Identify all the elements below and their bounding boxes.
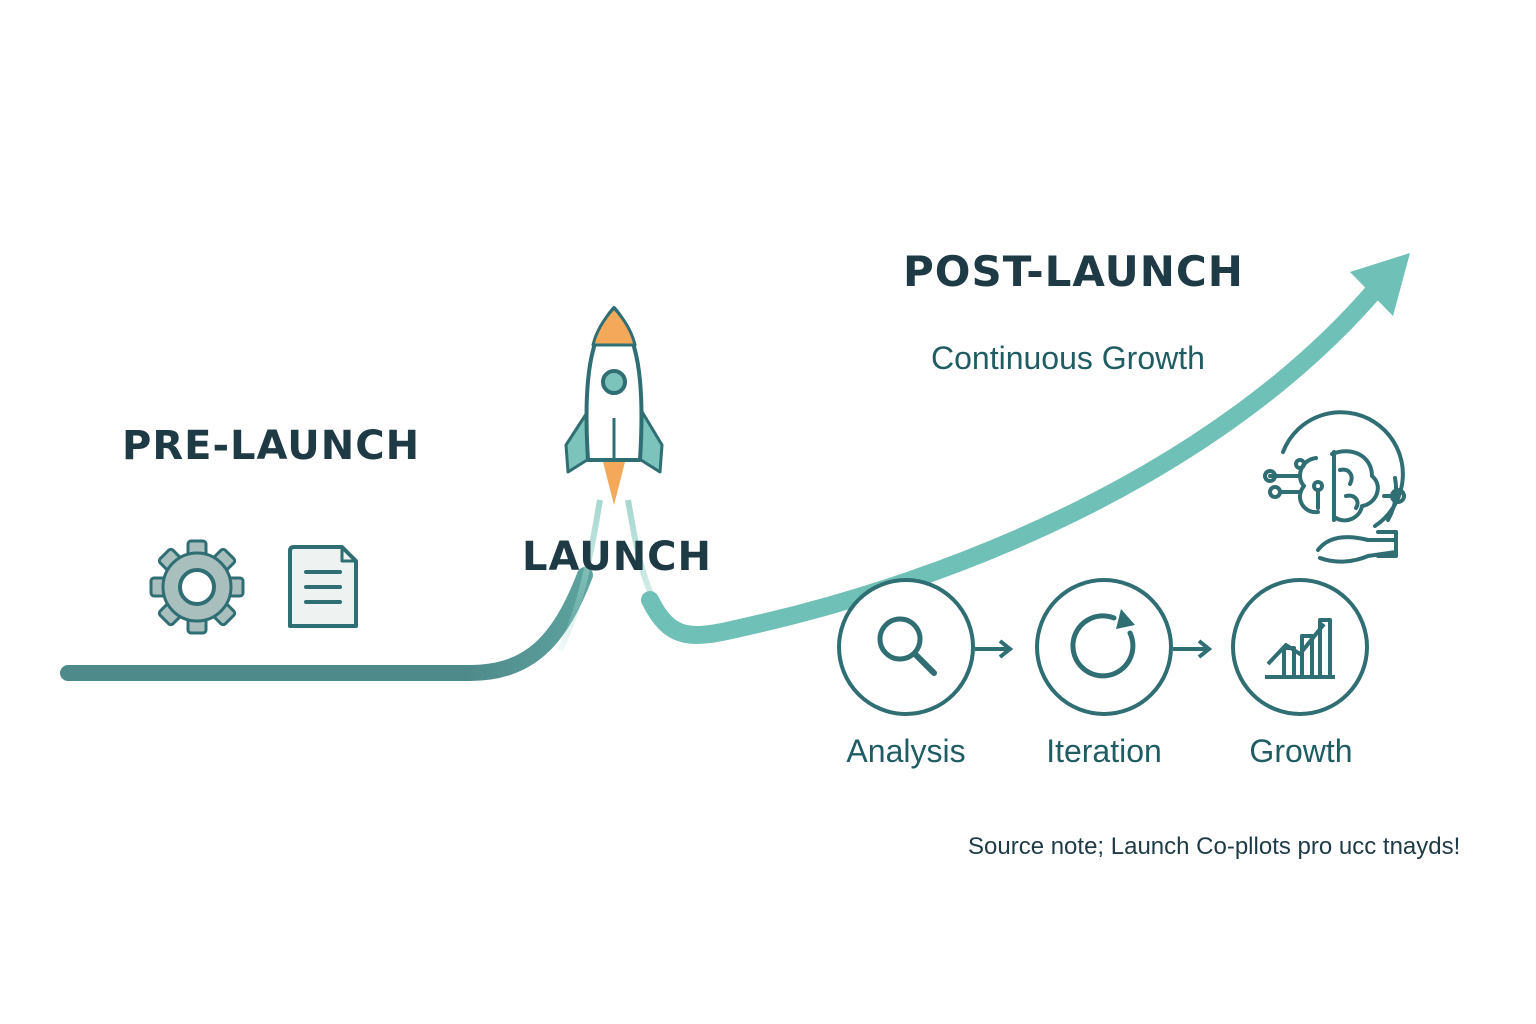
launch-title: LAUNCH: [522, 534, 713, 580]
pre-launch-title: PRE-LAUNCH: [122, 423, 421, 469]
gear-icon: [149, 539, 245, 635]
analysis-step-circle: [837, 578, 975, 716]
magnifier-icon: [877, 616, 937, 676]
rocket-trail-left: [557, 499, 603, 652]
source-note: Source note; Launch Co-pllots pro ucc tn…: [968, 833, 1461, 860]
pre-launch-line: [60, 567, 593, 681]
document-icon: [288, 545, 358, 628]
post-launch-subtitle: Continuous Growth: [931, 340, 1205, 376]
refresh-icon: [1070, 609, 1136, 679]
growth-curve: [641, 281, 1384, 644]
post-launch-title: POST-LAUNCH: [903, 247, 1244, 296]
growth-step-circle: [1231, 578, 1369, 716]
brain-hand-icon: [1263, 410, 1406, 564]
step-label-analysis: Analysis: [846, 733, 966, 769]
step-label-growth: Growth: [1249, 733, 1353, 769]
iteration-to-growth-arrow: [1173, 639, 1213, 659]
iteration-step-circle: [1035, 578, 1173, 716]
analysis-to-iteration-arrow: [975, 639, 1014, 659]
rocket-icon: [564, 306, 664, 505]
growth-arrowhead: [1350, 253, 1410, 316]
step-label-iteration: Iteration: [1046, 733, 1162, 769]
bar-chart-icon: [1265, 618, 1335, 679]
